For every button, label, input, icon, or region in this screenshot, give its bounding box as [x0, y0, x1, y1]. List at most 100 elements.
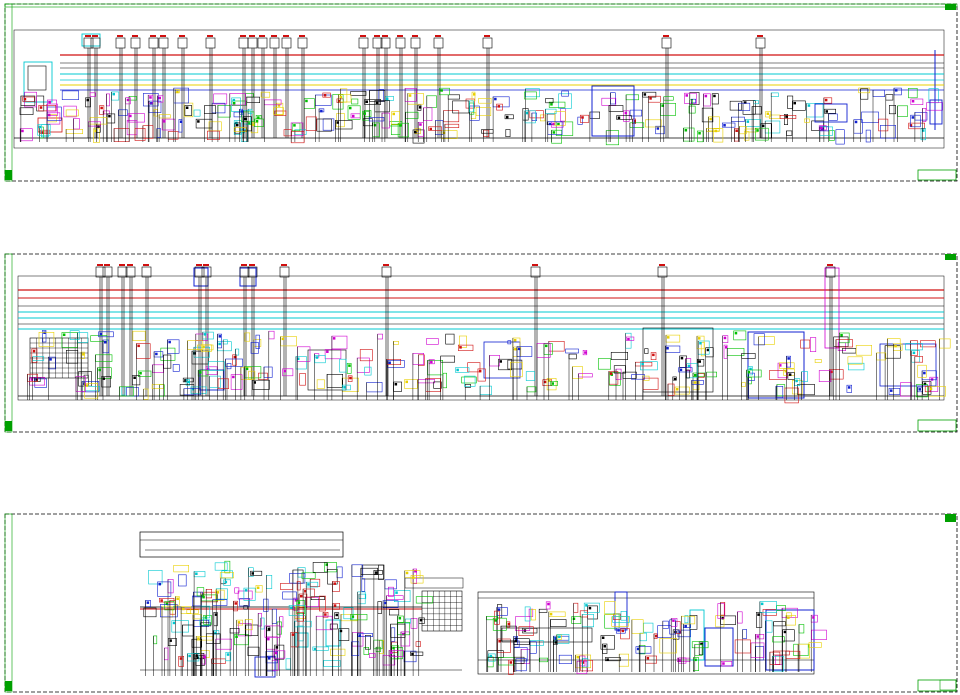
title-block: [917, 419, 957, 432]
terminal-dot: [146, 601, 150, 604]
terminal-dot: [398, 617, 402, 620]
terminal-dot: [234, 602, 237, 605]
connector-header: [177, 37, 188, 49]
terminal-dot: [672, 619, 675, 622]
connector-header: [201, 266, 212, 278]
component-symbol: [910, 98, 924, 105]
component-symbol: [378, 89, 384, 102]
component-symbol: [178, 655, 184, 667]
terminal-dot: [779, 364, 782, 367]
component-symbol: [640, 361, 658, 371]
terminal-dot: [224, 580, 228, 584]
component-symbol: [274, 644, 285, 660]
terminal-dot: [104, 341, 107, 344]
terminal-dot: [179, 120, 183, 123]
terminal-dot: [385, 97, 389, 100]
component-symbol: [329, 623, 338, 630]
terminal-dot: [419, 618, 423, 622]
terminal-dot: [248, 122, 251, 125]
terminal-dot: [188, 654, 191, 658]
component-symbol: [148, 569, 163, 585]
component-symbol: [492, 617, 507, 631]
terminal-dot: [820, 126, 823, 130]
component-symbol: [312, 562, 328, 573]
component-symbol: [250, 342, 259, 354]
component-symbol: [404, 379, 418, 389]
terminal-dot: [643, 93, 647, 96]
terminal-dot: [678, 659, 681, 662]
component-symbol: [305, 116, 317, 131]
terminal-dot: [507, 622, 511, 626]
terminal-dot: [304, 590, 307, 593]
component-symbol: [255, 585, 263, 593]
terminal-dot: [548, 122, 552, 126]
terminal-dot: [158, 582, 161, 586]
component-symbol: [846, 384, 853, 393]
schematic-sheet-3[interactable]: [4, 513, 958, 693]
component-symbol: [610, 351, 629, 360]
terminal-dot: [667, 336, 670, 339]
terminal-dot: [641, 362, 644, 366]
schematic-sheet-2[interactable]: [4, 253, 958, 433]
terminal-dot: [325, 563, 328, 566]
connector-header: [130, 37, 141, 49]
component-symbol: [524, 606, 531, 622]
terminal-dot: [548, 379, 551, 382]
component-symbol: [858, 87, 871, 94]
terminal-dot: [32, 349, 36, 353]
terminal-dot: [214, 631, 217, 635]
terminal-dot: [349, 106, 352, 110]
terminal-dot: [237, 621, 241, 624]
terminal-dot: [723, 336, 727, 340]
component-cluster: [143, 560, 827, 676]
component-symbol: [69, 330, 80, 340]
terminal-dot: [38, 125, 42, 129]
component-symbol: [168, 638, 177, 647]
component-symbol: [579, 610, 588, 618]
component-symbol: [905, 343, 923, 351]
component-symbol: [324, 349, 342, 360]
component-symbol: [351, 98, 359, 105]
terminal-dot: [783, 630, 787, 634]
sheet-corner-mark: [945, 254, 956, 260]
terminal-dot: [21, 129, 24, 133]
connector-tag: [249, 35, 255, 37]
component-symbol: [244, 332, 251, 342]
component-symbol: [243, 605, 248, 610]
component-symbol: [387, 586, 394, 597]
component-symbol: [243, 587, 256, 601]
component-symbol: [234, 634, 249, 646]
terminal-dot: [232, 375, 235, 379]
component-symbol: [193, 109, 201, 117]
component-symbol: [478, 98, 492, 104]
terminal-dot: [894, 344, 897, 348]
component-symbol: [629, 109, 642, 117]
component-symbol: [605, 657, 621, 662]
terminal-dot: [606, 658, 609, 661]
component-symbol: [296, 612, 304, 622]
terminal-dot: [48, 113, 51, 117]
component-symbol: [583, 602, 600, 613]
terminal-dot: [245, 367, 249, 371]
component-symbol: [364, 635, 371, 650]
terminal-dot: [333, 582, 336, 585]
component-symbol: [467, 362, 481, 373]
component-symbol: [561, 90, 569, 97]
terminal-dot: [206, 367, 210, 371]
component-symbol: [207, 130, 220, 141]
schematic-sheet-1[interactable]: [4, 3, 958, 182]
terminal-dot: [793, 101, 796, 105]
component-symbol: [368, 653, 376, 658]
title-block: [917, 169, 957, 181]
component-symbol: [264, 625, 281, 638]
terminal-dot: [320, 109, 323, 113]
component-symbol: [635, 646, 652, 654]
component-symbol: [378, 564, 384, 580]
terminal-dot: [895, 89, 898, 92]
component-symbol: [339, 358, 347, 373]
component-symbol: [600, 635, 615, 650]
component-symbol: [524, 91, 537, 100]
terminal-dot: [97, 125, 100, 128]
component-symbol: [316, 118, 332, 132]
component-symbol: [741, 382, 746, 387]
